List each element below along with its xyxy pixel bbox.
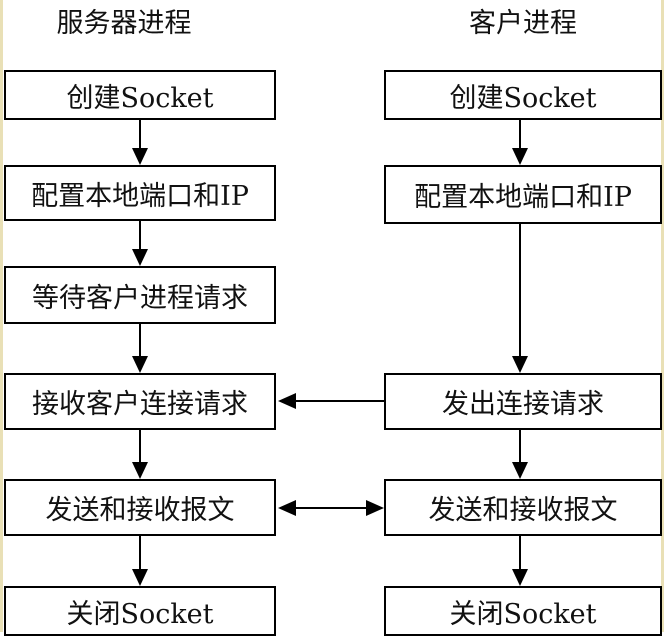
server-step-accept-connection: 接收客户连接请求 — [4, 373, 276, 430]
arrowhead-server-3-4 — [132, 356, 148, 373]
server-step-create-socket: 创建Socket — [4, 70, 276, 120]
arrowhead-server-4-5 — [132, 462, 148, 479]
client-step-send-connect-request: 发出连接请求 — [384, 373, 662, 430]
client-step-create-socket: 创建Socket — [384, 70, 662, 120]
arrowhead-client-2-3 — [512, 356, 528, 373]
server-process-title: 服务器进程 — [56, 8, 192, 39]
arrowhead-client-1-2 — [512, 148, 528, 165]
arrowhead-server-5-6 — [132, 569, 148, 586]
server-step-wait-request: 等待客户进程请求 — [4, 266, 276, 324]
arrowhead-server-1-2 — [132, 148, 148, 165]
arrowhead-client-3-4 — [512, 462, 528, 479]
server-step-config-port-ip: 配置本地端口和IP — [4, 165, 276, 221]
arrowhead-server-2-3 — [132, 249, 148, 266]
arrowhead-client-4-5 — [512, 569, 528, 586]
left-edge-strip — [0, 0, 3, 632]
client-step-config-port-ip: 配置本地端口和IP — [384, 165, 662, 224]
right-edge-strip — [661, 0, 664, 632]
client-process-title: 客户进程 — [469, 8, 577, 39]
arrowhead-connect-request — [278, 393, 296, 409]
server-step-send-receive: 发送和接收报文 — [4, 479, 276, 536]
arrowhead-exchange-left — [278, 500, 296, 516]
server-step-close-socket: 关闭Socket — [4, 586, 276, 636]
arrowhead-exchange-right — [366, 500, 384, 516]
client-step-send-receive: 发送和接收报文 — [384, 479, 662, 536]
